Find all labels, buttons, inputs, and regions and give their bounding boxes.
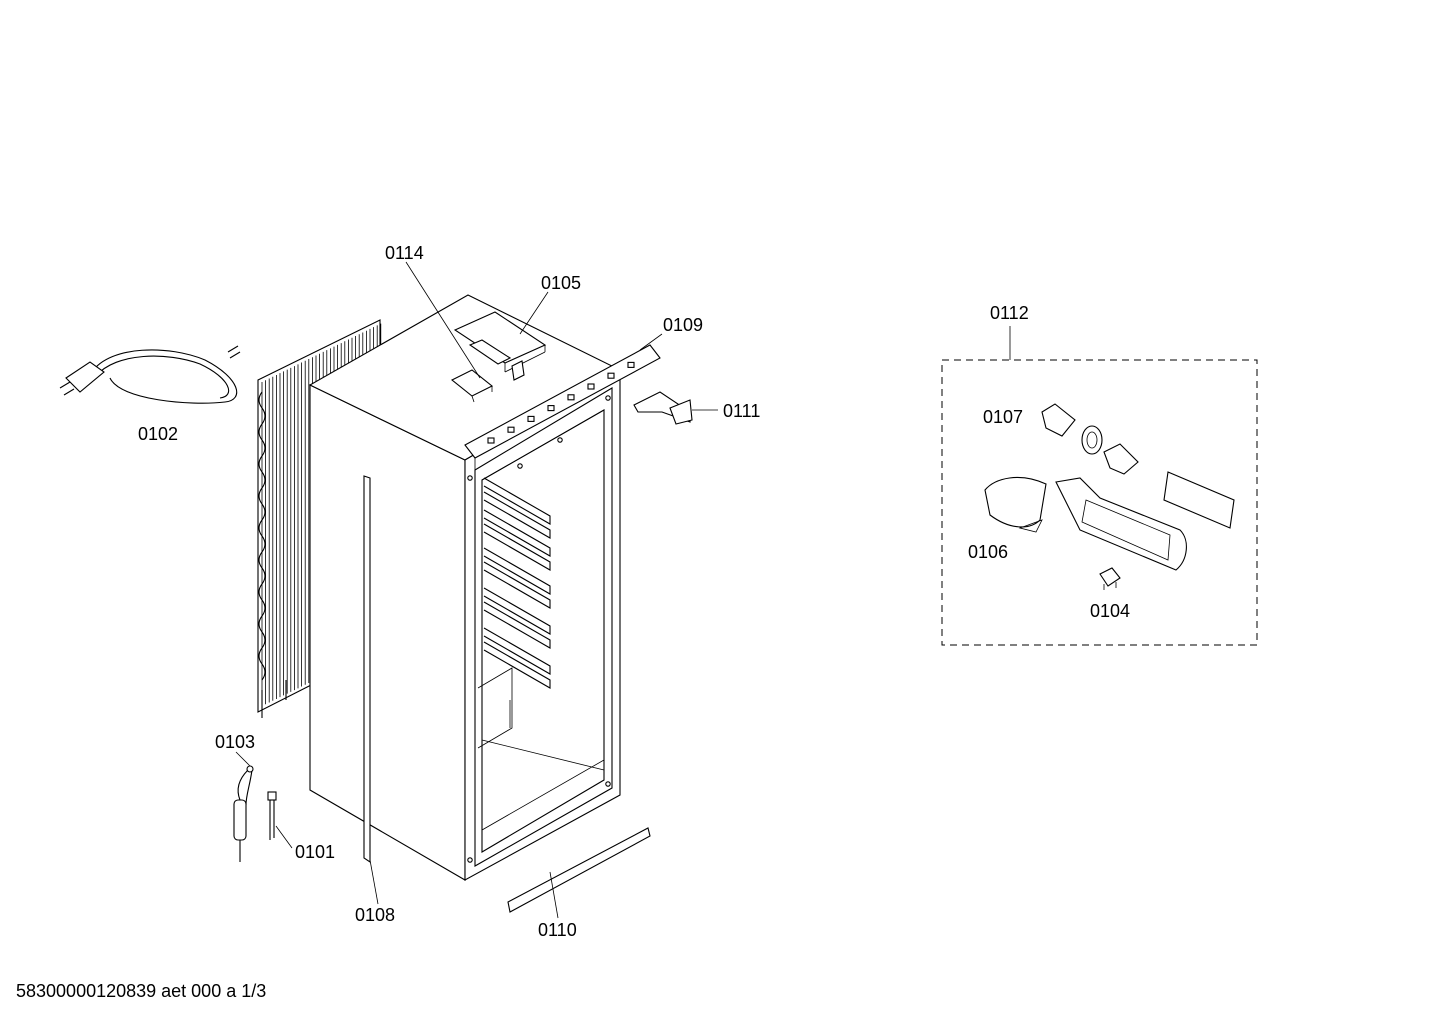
thermostat-module [450,369,494,403]
label-0104: 0104 [1090,601,1130,621]
light-assembly-kit [941,326,1258,646]
label-0114: 0114 [385,243,424,263]
cabinet-body [308,294,622,881]
bottom-seal-strip [507,827,651,913]
label-0103: 0103 [215,732,255,752]
document-id: 58300000120839 aet 000 a 1/3 [16,981,266,1001]
label-0109: 0109 [663,315,703,335]
leader-lines [235,261,718,919]
label-0110: 0110 [538,920,577,940]
temperature-sensor [233,765,277,862]
label-0107: 0107 [983,407,1023,427]
label-0108: 0108 [355,905,395,925]
door-hinge [633,391,693,425]
label-0111: 0111 [723,401,760,421]
control-board [453,311,547,381]
label-0106: 0106 [968,542,1008,562]
label-0112: 0112 [990,303,1029,323]
label-0101: 0101 [295,842,335,862]
label-0105: 0105 [541,273,581,293]
power-cord [59,345,241,404]
top-bracket [464,344,661,470]
label-0102: 0102 [138,424,178,444]
